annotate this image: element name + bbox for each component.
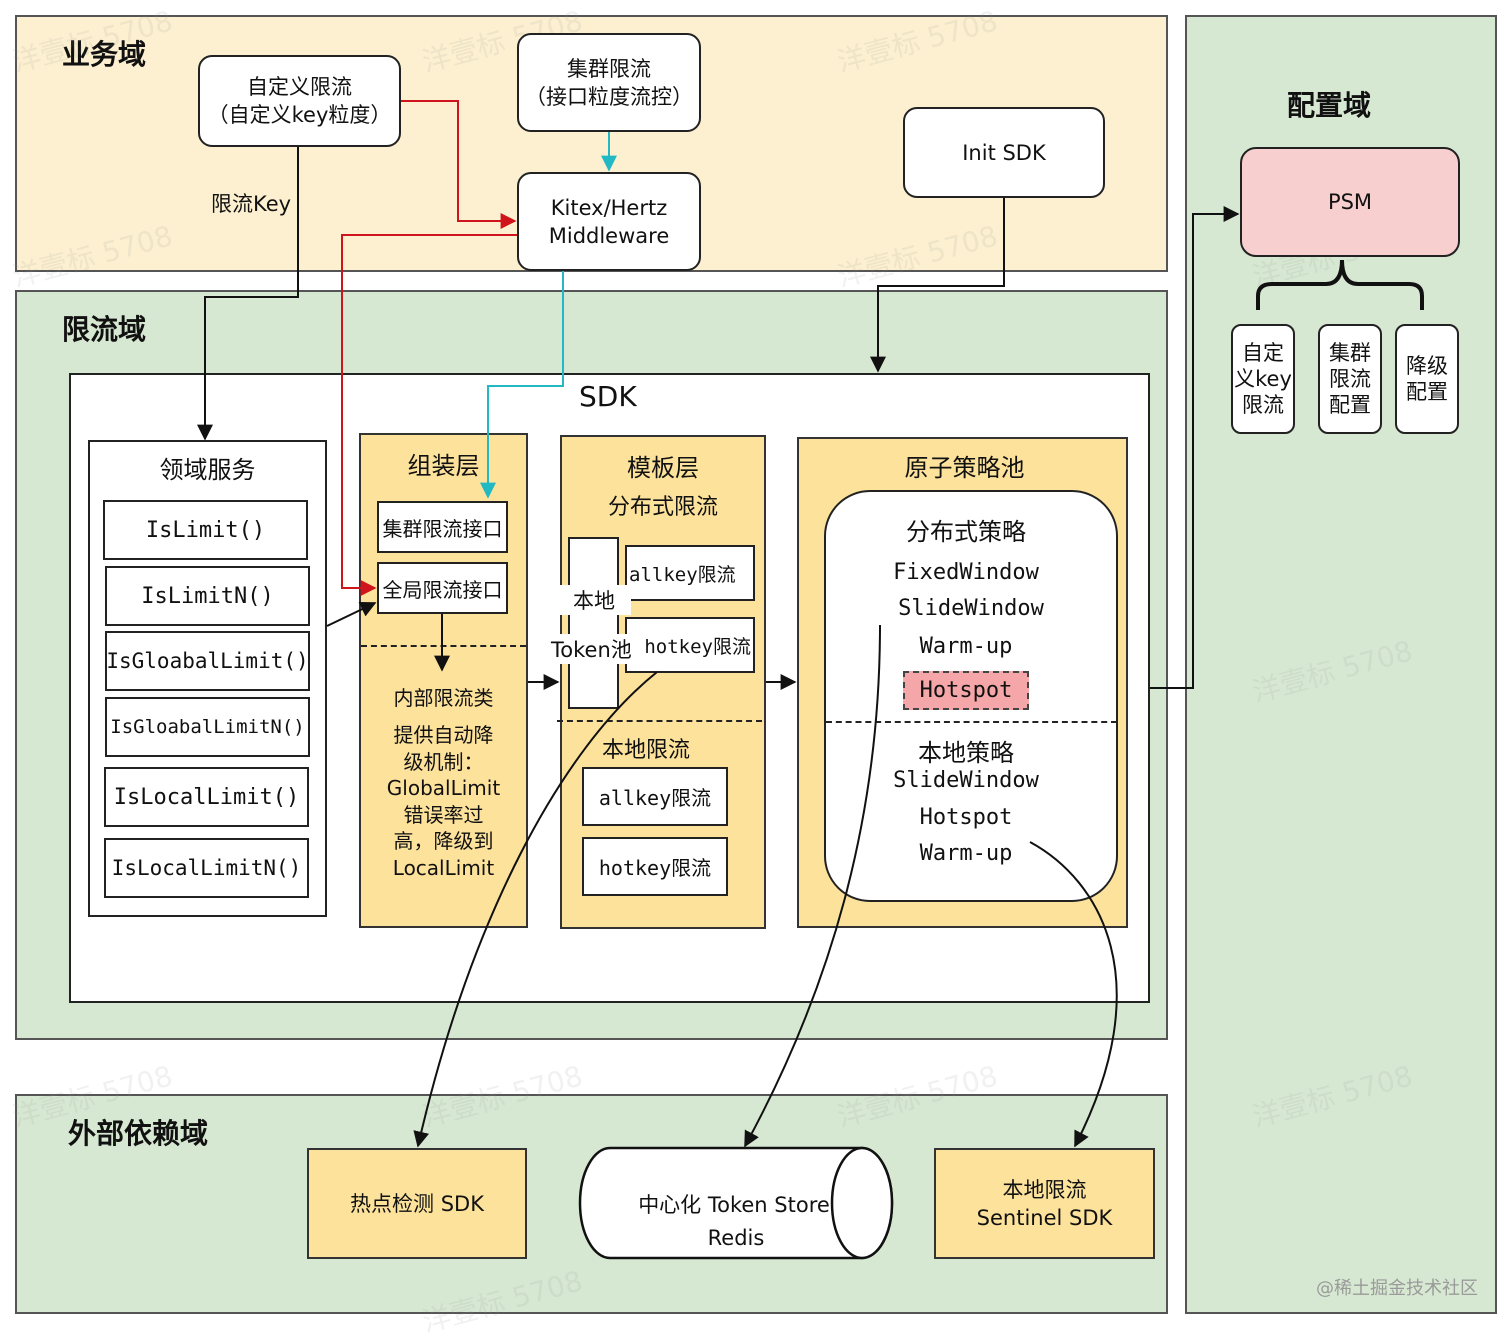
- hotkey-local-limit: hotkey限流: [582, 837, 728, 896]
- sentinel-sdk: 本地限流 Sentinel SDK: [934, 1148, 1155, 1259]
- middleware-line1: Kitex/Hertz: [550, 195, 668, 220]
- init-sdk-box: Init SDK: [903, 107, 1105, 198]
- method-islocallimit: IsLocalLimit(): [104, 767, 309, 827]
- domain-service-title: 领域服务: [159, 456, 256, 484]
- local-limit-label: 本地限流: [601, 738, 690, 763]
- degrade-desc-line: GlobalLimit: [386, 776, 501, 800]
- allkey-local-limit: allkey限流: [582, 767, 728, 826]
- strategy-slidewindow: SlideWindow: [898, 596, 1044, 621]
- strategy-divider: [826, 721, 1117, 723]
- config-item-line: 限流: [1329, 367, 1371, 391]
- business-zone-title: 业务域: [62, 38, 147, 71]
- local-strategy-title: 本地策略: [918, 739, 1014, 767]
- cluster-limit-line2: （接口粒度流控）: [525, 84, 693, 109]
- config-item-custom-key: 自定 义key 限流: [1231, 324, 1295, 434]
- distributed-limit-label: 分布式限流: [607, 495, 718, 520]
- hotspot-detect-sdk: 热点检测 SDK: [307, 1148, 527, 1259]
- method-isgloballimit: IsGloabalLimit(): [105, 631, 310, 691]
- method-islimitn: IsLimitN(): [105, 566, 310, 626]
- cluster-limit-line1: 集群限流: [567, 56, 651, 81]
- config-item-line: 集群: [1329, 341, 1371, 365]
- custom-limit-line1: 自定义限流: [247, 75, 352, 99]
- config-item-cluster: 集群 限流 配置: [1318, 324, 1382, 434]
- local-token-pool-line1: 本地: [557, 585, 631, 615]
- custom-limit-line2: （自定义key粒度）: [207, 103, 392, 127]
- atomic-pool-title: 原子策略池: [904, 454, 1025, 482]
- assembly-divider: [361, 645, 526, 647]
- token-store-label: 中心化 Token Store: [638, 1193, 830, 1217]
- psm-label: PSM: [1327, 190, 1373, 214]
- strategy-hotspot: Hotspot: [903, 671, 1029, 710]
- sdk-title: SDK: [579, 380, 637, 413]
- hotkey-dist-limit: hotkey限流: [625, 617, 755, 673]
- middleware-box: Kitex/Hertz Middleware: [517, 172, 701, 271]
- psm-box: PSM: [1240, 147, 1460, 257]
- assembly-layer-title: 组装层: [407, 452, 480, 480]
- cluster-limit-api: 集群限流接口: [377, 501, 508, 553]
- config-item-line: 配置: [1329, 393, 1371, 417]
- local-token-pool: [568, 537, 619, 709]
- degrade-desc-line: 提供自动降: [393, 723, 494, 747]
- sentinel-line1: 本地限流: [1002, 1177, 1087, 1202]
- degrade-desc-line: 高，降级到: [393, 829, 494, 853]
- config-item-line: 降级: [1406, 354, 1448, 378]
- distributed-strategy-title: 分布式策略: [906, 518, 1026, 546]
- sentinel-line2: Sentinel SDK: [976, 1205, 1113, 1230]
- local-warmup: Warm-up: [919, 841, 1013, 866]
- limit-key-label: 限流Key: [211, 192, 292, 216]
- redis-label: Redis: [707, 1226, 765, 1250]
- cluster-limit-box: 集群限流 （接口粒度流控）: [517, 33, 701, 132]
- allkey-dist-limit: allkey限流: [625, 545, 755, 601]
- degrade-desc-line: 级机制：: [403, 749, 484, 774]
- custom-limit-box: 自定义限流 （自定义key粒度）: [198, 55, 401, 147]
- inner-limit-class: 内部限流类: [393, 686, 494, 710]
- config-item-line: 义key: [1234, 367, 1292, 391]
- global-limit-api: 全局限流接口: [377, 562, 508, 614]
- local-hotspot: Hotspot: [919, 805, 1013, 830]
- config-item-line: 配置: [1406, 380, 1448, 404]
- ratelimit-zone-title: 限流域: [62, 313, 147, 346]
- init-sdk-label: Init SDK: [962, 140, 1046, 165]
- degrade-desc-line: 错误率过: [403, 802, 484, 827]
- local-token-pool-line2: Token池: [551, 634, 632, 664]
- method-isgloballimitn: IsGloabalLimitN(): [105, 697, 310, 757]
- config-item-line: 限流: [1242, 393, 1284, 417]
- config-zone-title: 配置域: [1287, 89, 1372, 122]
- credit-watermark: @稀土掘金技术社区: [1316, 1278, 1478, 1299]
- degrade-description: 提供自动降 级机制： GlobalLimit 错误率过 高，降级到 LocalL…: [359, 722, 528, 881]
- local-slidewindow: SlideWindow: [893, 768, 1039, 793]
- strategy-warmup: Warm-up: [919, 634, 1013, 659]
- middleware-line2: Middleware: [548, 223, 670, 248]
- strategy-fixedwindow: FixedWindow: [893, 560, 1039, 585]
- config-item-degrade: 降级 配置: [1395, 324, 1459, 434]
- hotspot-detect-label: 热点检测 SDK: [350, 1191, 484, 1216]
- degrade-desc-line: LocalLimit: [392, 855, 495, 880]
- config-item-line: 自定: [1242, 341, 1284, 365]
- method-islocallimitn: IsLocalLimitN(): [104, 838, 309, 898]
- external-zone-title: 外部依赖域: [68, 1117, 209, 1150]
- template-layer-title: 模板层: [627, 454, 699, 482]
- method-islimit: IsLimit(): [103, 500, 308, 560]
- template-divider: [557, 720, 762, 722]
